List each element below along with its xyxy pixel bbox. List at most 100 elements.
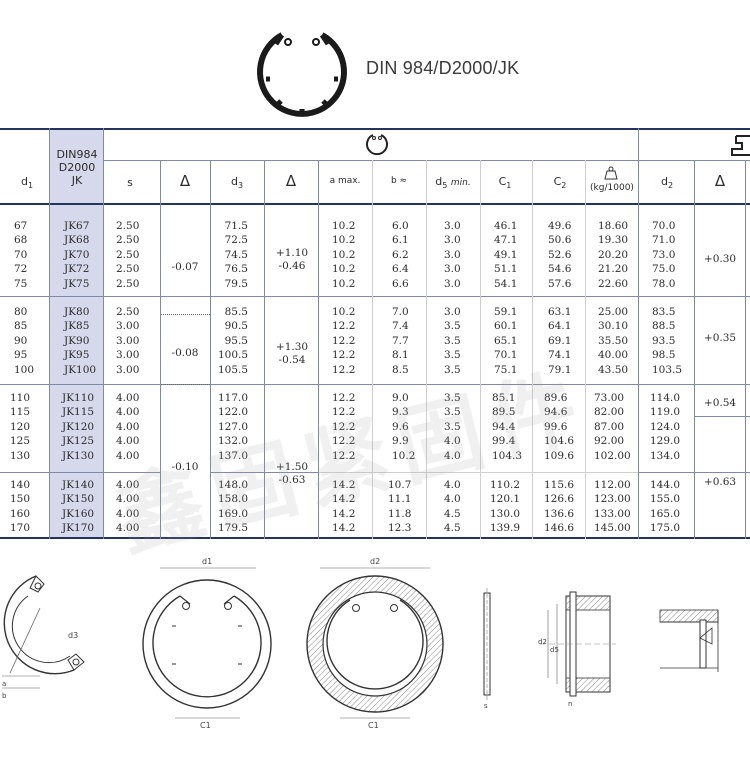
din-column-highlight [50,128,103,539]
s-delta-header: Δ [179,172,191,190]
s-tolerance-2: -0.08 [171,347,199,359]
drawing-label-b: b [2,692,7,700]
col-line-8 [426,160,427,539]
drawings-svg: d3 a b d1 C1 [2,557,719,730]
groove-section-drawing [540,591,616,697]
drawing-label-s: s [484,702,488,710]
installed-detail-drawing [659,609,719,672]
col-line-10 [532,160,533,539]
table-top-border [0,128,750,130]
a-max-header: a max. [329,176,361,186]
col-line-6 [318,160,319,539]
d2-delta-header: Δ [714,172,726,190]
b-header: b ≈ [390,176,408,186]
technical-drawings: d3 a b d1 C1 [0,548,750,763]
drawing-label-a: a [2,680,6,688]
row-divider-3d [318,472,638,473]
ring-side-view-drawing [483,588,491,700]
col-line-5 [264,160,265,539]
row-divider-3a [0,472,160,473]
drawing-label-c1-2: C1 [368,721,379,730]
drawing-label-d2: d2 [370,557,380,566]
ring-open-drawing [2,575,85,689]
weight-icon [604,166,618,180]
weight-header: (kg/1000) [590,183,634,193]
d3-tolerance-2: +1.30-0.54 [275,341,309,366]
page-title: DIN 984/D2000/JK [366,58,520,78]
drawing-label-n: n [568,700,572,708]
col-line-12 [638,128,639,539]
s-tol-dotted-1 [160,314,210,315]
header-bottom-line [0,203,750,205]
din-header: DIN984 D2000 JK [56,148,98,187]
s-tolerance-3: -0.10 [171,461,199,473]
d2-header: d2 [660,175,674,191]
d3-tolerance-3: +1.50-0.63 [275,461,309,486]
spec-table: d1 DIN984 D2000 JK s Δ d3 Δ a max. b ≈ d… [0,128,750,542]
d2-tol-divider [694,416,750,417]
col-line-11 [585,160,586,539]
circlip-icon [257,32,347,117]
ring-in-housing-drawing [306,567,444,719]
drawing-label-c1: C1 [200,721,211,730]
col-line-7 [372,160,373,539]
row-divider-3b [210,472,320,473]
col-line-1 [49,128,50,539]
ring-header-icon [366,134,388,156]
s-tolerance-1: -0.07 [171,261,199,273]
d2-tolerance-3: +0.54 [703,397,737,409]
d5-min-header: d5 min. [435,175,471,191]
d1-header: d1 [20,175,34,191]
d2-tolerance-2: +0.35 [703,332,737,344]
s-tol-dotted-2 [160,384,210,385]
d2-tolerance-4: +0.63 [703,476,737,488]
table-bottom-border [0,537,750,539]
row-divider-1 [0,296,750,297]
d3-delta-header: Δ [285,172,297,190]
d2-tolerance-1: +0.30 [703,253,737,265]
col-line-2 [103,128,104,539]
drawing-label-d2v: d2 [538,638,547,646]
ring-in-bore-drawing [142,567,272,719]
title-area: DIN 984/D2000/JK [0,0,750,128]
groove-header-icon [731,135,750,156]
s-header: s [127,176,133,189]
c2-header: C2 [553,175,567,191]
col-line-4 [210,160,211,539]
c1-header: C1 [498,175,512,191]
